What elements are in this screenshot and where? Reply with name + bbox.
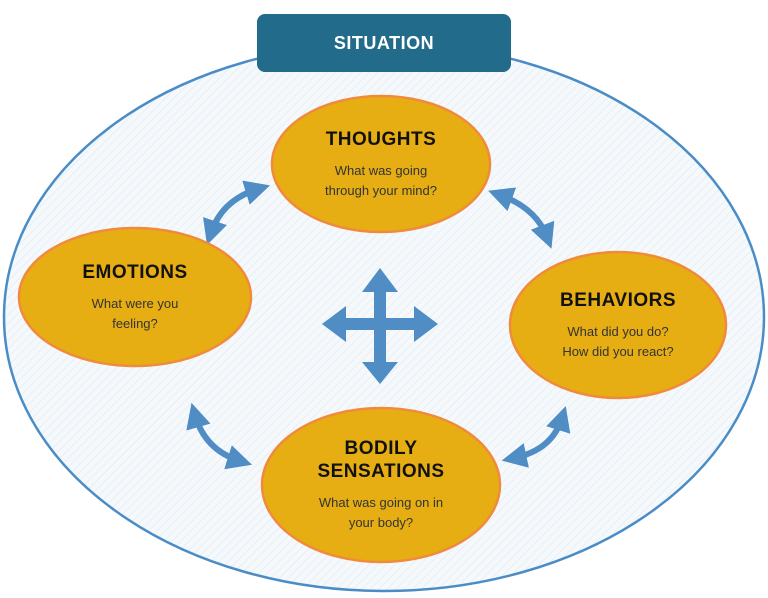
behaviors-question-line: What did you do? bbox=[567, 323, 669, 339]
arrow-emotions-bodily bbox=[186, 402, 253, 470]
thoughts-question-line: through your mind? bbox=[324, 182, 437, 198]
emotions-question-line: What were you bbox=[91, 295, 179, 311]
thoughts-label: THOUGHTS bbox=[325, 128, 437, 150]
thoughts-question-line: What was going bbox=[334, 162, 428, 178]
emotions-question-line: feeling? bbox=[112, 315, 158, 331]
emotions-question: What were you feeling? bbox=[92, 294, 179, 334]
emotions-label: EMOTIONS bbox=[82, 261, 188, 283]
thoughts-question: What was going through your mind? bbox=[325, 161, 437, 201]
behaviors-question-line: How did you react? bbox=[562, 343, 674, 359]
behaviors-label: BEHAVIORS bbox=[559, 289, 677, 311]
bodily-sensations-label-line: BODILY bbox=[344, 438, 418, 459]
thoughts-node: THOUGHTS What was going through your min… bbox=[272, 96, 490, 232]
bodily-sensations-oval bbox=[260, 406, 502, 564]
behaviors-oval bbox=[508, 250, 728, 400]
behaviors-node: BEHAVIORS What did you do? How did you r… bbox=[510, 252, 726, 398]
situation-title: SITUATION bbox=[257, 14, 511, 72]
bodily-sensations-question-line: your body? bbox=[348, 515, 414, 530]
arrow-thoughts-behaviors bbox=[488, 187, 555, 249]
emotions-node: EMOTIONS What were you feeling? bbox=[19, 228, 251, 366]
bodily-sensations-node: BODILY SENSATIONS What was going on in y… bbox=[262, 408, 500, 562]
bodily-sensations-label: BODILY SENSATIONS bbox=[317, 437, 444, 483]
four-way-arrow-icon bbox=[322, 268, 438, 384]
bodily-sensations-label-line: SENSATIONS bbox=[317, 461, 445, 482]
bodily-sensations-question-line: What was going on in bbox=[318, 495, 444, 510]
bodily-sensations-question: What was going on in your body? bbox=[319, 493, 443, 533]
thoughts-oval bbox=[270, 94, 492, 234]
behaviors-question: What did you do? How did you react? bbox=[562, 322, 673, 362]
emotions-oval bbox=[17, 226, 253, 368]
arrow-thoughts-emotions bbox=[203, 180, 271, 245]
arrow-behaviors-bodily bbox=[501, 405, 571, 468]
